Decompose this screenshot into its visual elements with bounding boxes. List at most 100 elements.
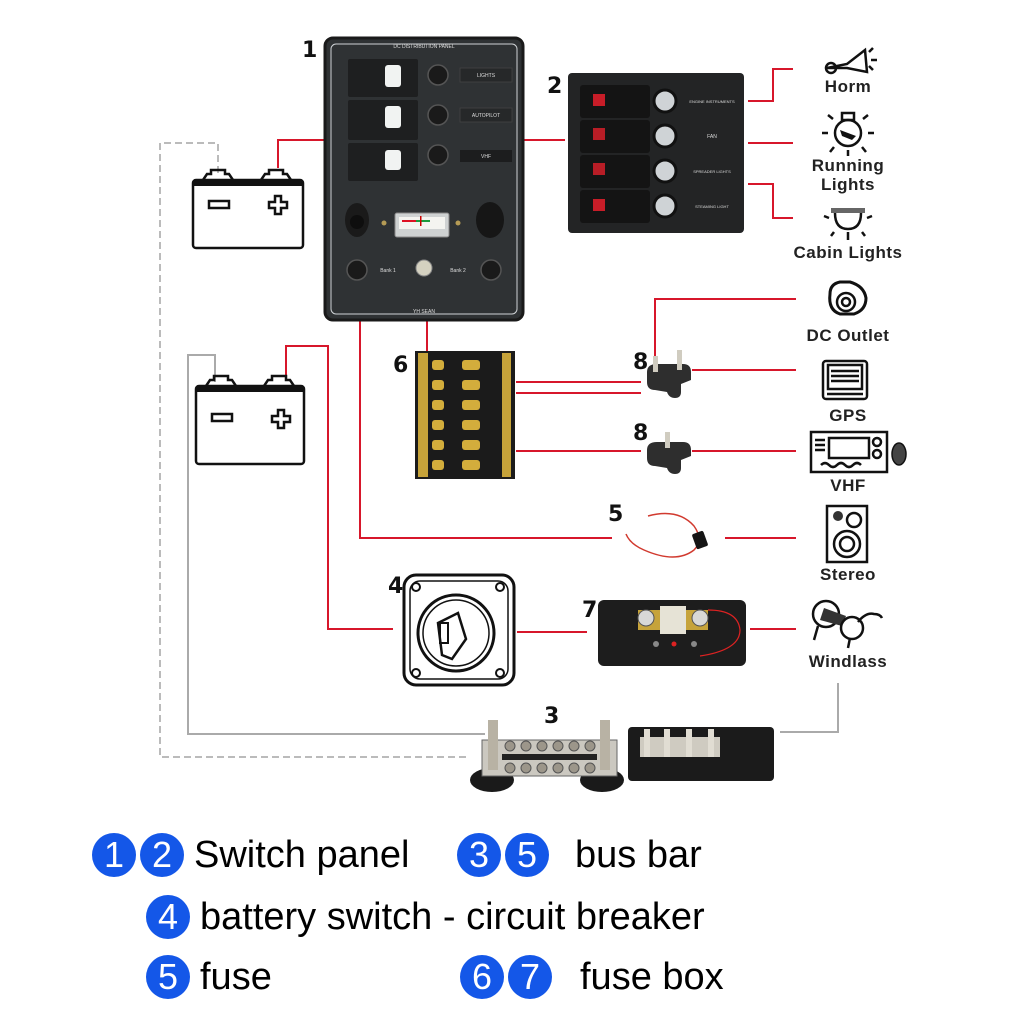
- wire-battery2-to-switch: [285, 345, 393, 630]
- running-lights-label-line2: Lights: [821, 175, 875, 194]
- wiring-diagram: DC DISTRIBUTION PANEL LIGHTS AUTOPILOT V…: [159, 36, 907, 792]
- fuse-slot: [462, 380, 480, 390]
- negative-terminal-icon: [207, 199, 231, 210]
- rocker-switch-vhf[interactable]: [348, 143, 418, 181]
- bus-stud: [552, 740, 564, 752]
- wire-panel2-to-cabin-lights: [748, 183, 793, 219]
- windlass-device: Windlass: [809, 599, 887, 671]
- wire-battery1-to-panel: [277, 139, 330, 168]
- badge-3: 3: [457, 833, 501, 877]
- legend-row-fuse: 5 fuse: [146, 952, 272, 1002]
- bus-stud: [568, 762, 580, 774]
- bus-bar-12-stud: [470, 720, 624, 792]
- bus-stud: [504, 740, 516, 752]
- badge-5: 5: [505, 833, 549, 877]
- main-switch-panel: DC DISTRIBUTION PANEL LIGHTS AUTOPILOT V…: [323, 36, 525, 322]
- ground-wiring: [159, 142, 839, 758]
- legend-text-fuse: fuse: [200, 955, 272, 998]
- badge-7: 7: [508, 955, 552, 999]
- bus-stud: [520, 740, 532, 752]
- circuit-breaker-icon: [652, 88, 678, 114]
- rocker-switch-spreader-lights[interactable]: [580, 155, 650, 188]
- vhf-label: VHF: [830, 476, 866, 495]
- fuse-slot: [462, 420, 480, 430]
- windlass-icon: [811, 599, 884, 649]
- badge-1: 1: [92, 833, 136, 877]
- stud-terminal-a: [647, 350, 691, 398]
- battery-meter: [394, 212, 450, 238]
- fuse-slot: [432, 360, 444, 370]
- fuse-slot: [462, 400, 480, 410]
- rocker-switch-autopilot[interactable]: [348, 100, 418, 140]
- gps-label: GPS: [829, 406, 866, 425]
- cabin-light-icon: [823, 208, 873, 240]
- running-lights-device: Running Lights: [812, 111, 884, 194]
- battery-switch[interactable]: [402, 573, 516, 687]
- positive-terminal-icon: [270, 408, 292, 430]
- callout-4: 4: [388, 574, 403, 599]
- callout-3: 3: [544, 704, 559, 729]
- battery-test-button[interactable]: [415, 259, 433, 277]
- wire-panel1-to-inline-fuse: [359, 321, 612, 539]
- badge-4: 4: [146, 895, 190, 939]
- circuit-breaker-icon: [652, 193, 678, 219]
- bus-stud: [504, 762, 516, 774]
- badge-5: 5: [146, 955, 190, 999]
- legend-text-bus-bar: bus bar: [575, 833, 702, 876]
- fuse-holder-icon: [346, 259, 368, 281]
- rocker-switch-engine-instruments[interactable]: [580, 85, 650, 118]
- wire-stud-a-to-dc-outlet: [654, 298, 796, 370]
- small-switch-panel: ENGINE INSTRUMENTS FAN SPREADER LIGHTS S…: [568, 73, 744, 233]
- dc-outlet-label: DC Outlet: [807, 326, 890, 345]
- callout-1: 1: [302, 38, 317, 63]
- fuse-slot: [462, 360, 480, 370]
- switch-label-vhf: VHF: [481, 154, 491, 160]
- ground-wire-battery-1: [159, 142, 470, 758]
- stereo-device: Stereo: [820, 504, 876, 584]
- fuse-holder-icon: [427, 64, 449, 86]
- speaker-icon: [825, 504, 869, 564]
- inline-fuse: [625, 512, 708, 558]
- positive-wiring: [277, 68, 796, 633]
- wire-panel2-to-horn: [748, 68, 793, 102]
- positive-terminal-icon: [267, 194, 289, 216]
- legend-text-fuse-box: fuse box: [580, 955, 724, 998]
- callout-2: 2: [547, 74, 562, 99]
- rocker-switch-fan[interactable]: [580, 120, 650, 153]
- fuse-slot: [432, 460, 444, 470]
- badge-2: 2: [140, 833, 184, 877]
- switch-label-engine-instruments: ENGINE INSTRUMENTS: [689, 99, 735, 104]
- legend-row-bus-bar: 3 5 bus bar: [457, 830, 702, 880]
- gps-device: GPS: [821, 359, 869, 425]
- switch-label-spreader-lights: SPREADER LIGHTS: [693, 169, 731, 174]
- rocker-switch-lights[interactable]: [348, 59, 418, 97]
- battery-2: [194, 374, 306, 466]
- cigarette-socket-icon: [476, 202, 504, 238]
- bank-1-label: Bank 1: [380, 268, 396, 274]
- dc-outlet-icon: [828, 280, 868, 316]
- rocker-switch-steaming-light[interactable]: [580, 190, 650, 223]
- switch-label-steaming-light: STEAMING LIGHT: [695, 204, 729, 209]
- anl-fuse-box: [598, 600, 746, 666]
- horn-device: Horm: [824, 47, 877, 96]
- legend: 1 2 Switch panel 3 5 bus bar 4 battery s…: [0, 820, 1024, 1024]
- running-lights-label-line1: Running: [812, 156, 884, 175]
- legend-text-battery-switch: battery switch - circuit breaker: [200, 895, 705, 938]
- fuse-holder-icon: [427, 104, 449, 126]
- cabin-lights-label: Cabin Lights: [794, 243, 903, 262]
- bus-stud: [584, 762, 596, 774]
- callout-5: 5: [608, 502, 623, 527]
- bus-bar-4-stud: [628, 727, 774, 781]
- legend-row-battery-switch: 4 battery switch - circuit breaker: [146, 892, 705, 942]
- stud-terminal-b: [647, 432, 691, 474]
- bank-2-label: Bank 2: [450, 268, 466, 274]
- ground-wire-battery-2: [187, 354, 485, 735]
- bus-stud: [520, 762, 532, 774]
- stereo-label: Stereo: [820, 565, 876, 584]
- fuse-holder-icon: [480, 259, 502, 281]
- panel-header: DC DISTRIBUTION PANEL: [393, 44, 455, 50]
- fuse-block: [415, 351, 515, 479]
- fuse-slot: [432, 400, 444, 410]
- running-lights-icon: [822, 111, 874, 156]
- circuit-breaker-icon: [652, 123, 678, 149]
